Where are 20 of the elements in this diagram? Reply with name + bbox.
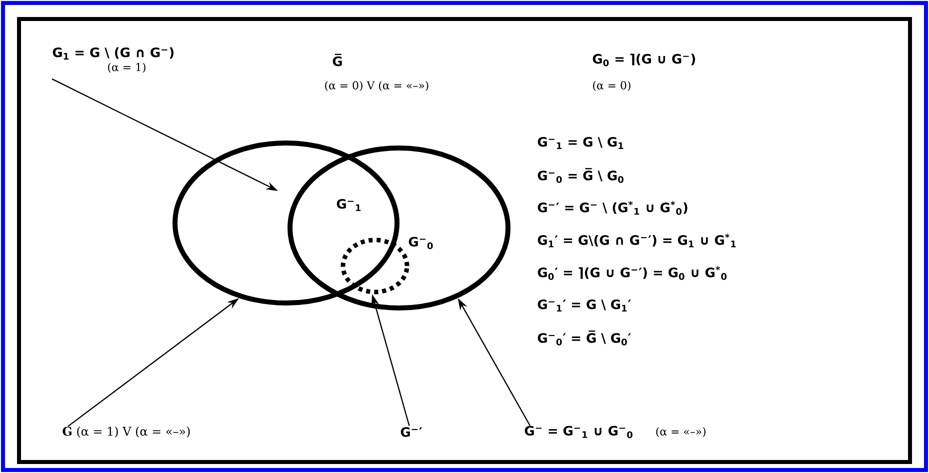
formula-label: G$^{−}$0 (408, 236, 433, 250)
formula-text: G$^{−}$ = G$^{−}$$_{1}$ ∪ G$^{−}$0 (α = «–») (524, 426, 706, 438)
formula-label: G$^{−}$$_{1}$ = G \ G$_{1}$ (538, 136, 624, 150)
formula-label: G$^{−}$1 (336, 198, 361, 212)
set-circle (172, 140, 400, 306)
formula-label: G$_{1}$′ = G\(G ∩ G$^{−}$′) = G$_{1}$ ∪ G$^{*}$1 (538, 234, 736, 248)
formula-label: G̅ (332, 54, 342, 66)
formula-text: G$_{1}$ = G \ (G ∩ G$^{−}$) (α = 1) (52, 47, 174, 73)
formula-label: G$^{−}$$_{0}$′ = G̅ \ G$_{0}$′ (538, 330, 631, 346)
formula-label: G$^{−}$$_{1}$′ = G \ G$_{1}$′ (538, 299, 631, 312)
dotted-circle (340, 238, 410, 294)
formula-label: G$_{0}$′ = ⌉(G ∪ G$^{−}$′) = G$_{0}$ ∪ G$^{*}$0 (538, 266, 727, 280)
formula-text: G (α = 1) V (α = «–») (62, 426, 190, 438)
formula-label: G$^{−}$′ = G$^{−}$ \ (G$^{*}$$_{1}$ ∪ G$^{*}$$_{0}$) (538, 201, 688, 215)
formula-text: G$^{−}$′ (400, 427, 422, 437)
formula-label: (α = 0) (593, 80, 630, 91)
set-circle (288, 146, 510, 310)
formula-label: G$_{0}$ = ⌉(G ∪ G$^{−}$) (592, 54, 696, 66)
formula-label: (α = 0) V (α = «–») (325, 80, 428, 91)
formula-label: G$^{−}$$_{0}$ = G̅ \ G$_{0}$ (538, 168, 624, 183)
